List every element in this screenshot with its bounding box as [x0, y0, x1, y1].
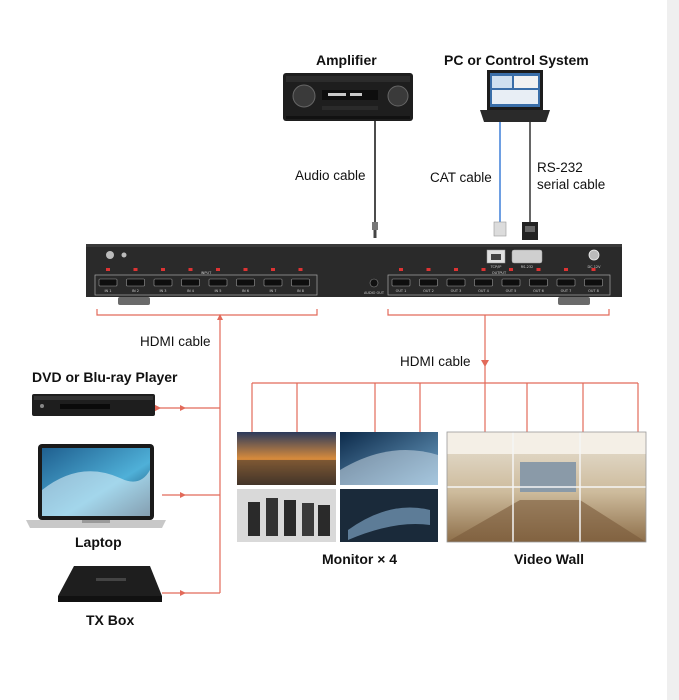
port-indicator-led — [564, 268, 568, 271]
dc-port — [588, 249, 600, 261]
laptop-label: Laptop — [75, 534, 122, 550]
input-ports: IN 1 IN 2 IN 3 IN 4 IN 5 IN 6 IN 7 IN 8 — [98, 268, 310, 293]
hdmi-port-label: IN 6 — [242, 289, 249, 293]
tcp-ip-label: TCP/IP — [490, 265, 502, 269]
hdmi-port — [474, 278, 493, 287]
amplifier-label: Amplifier — [316, 52, 377, 68]
hdmi-port-label: OUT 7 — [561, 289, 572, 293]
port-indicator-led — [188, 268, 193, 271]
hdmi-port — [263, 278, 283, 287]
port-indicator-led — [591, 268, 596, 271]
hdmi-input-label: HDMI cable — [140, 334, 211, 349]
amplifier-device — [283, 73, 413, 121]
rs232-label: RS-232 — [521, 265, 534, 269]
dvd-label: DVD or Blu-ray Player — [32, 369, 178, 385]
hdmi-port — [98, 278, 118, 287]
port-indicator-led — [509, 268, 513, 271]
hdmi-port-label: IN 4 — [187, 289, 195, 293]
hdmi-port — [153, 278, 173, 287]
hdmi-port-label: IN 7 — [270, 289, 277, 293]
hdmi-port-label: OUT 2 — [423, 289, 434, 293]
pc-label: PC or Control System — [444, 52, 589, 68]
monitor-grid — [237, 432, 438, 542]
audio-cable-label: Audio cable — [295, 168, 366, 183]
audio-out-port — [369, 278, 379, 288]
hdmi-output-label: HDMI cable — [400, 354, 471, 369]
audio-jack-plug — [372, 222, 378, 230]
hdmi-port — [584, 278, 603, 287]
hdmi-port-label: OUT 4 — [478, 289, 490, 293]
port-indicator-led — [298, 268, 303, 271]
cat-cable-label: CAT cable — [430, 170, 492, 185]
laptop-device — [26, 444, 166, 528]
hdmi-port — [556, 278, 576, 287]
port-indicator-led — [426, 268, 431, 271]
hdmi-port-label: IN 2 — [132, 289, 139, 293]
videowall-label: Video Wall — [514, 551, 585, 567]
hdmi-port — [501, 278, 521, 287]
dvd-player-device — [32, 394, 155, 416]
pc-laptop-device — [480, 70, 550, 122]
matrix-switcher-panel: IN 1 IN 2 IN 3 IN 4 IN 5 IN 6 IN 7 IN 8 INPUT A… — [86, 244, 622, 305]
hdmi-port — [181, 278, 200, 287]
port-indicator-led — [481, 268, 486, 271]
input-bracket — [96, 309, 318, 316]
port-indicator-led — [243, 268, 248, 271]
output-ports: OUT 1 OUT 2 OUT 3 OUT 4 OUT 5 OUT 6 OUT 7 OUT 8 — [391, 268, 603, 293]
page-edge — [667, 0, 679, 700]
port-indicator-led — [133, 268, 138, 271]
tx-box-device — [58, 566, 162, 602]
port-indicator-led — [161, 268, 165, 271]
hdmi-port — [291, 278, 310, 287]
audio-out-label: AUDIO OUT — [364, 291, 385, 295]
hdmi-port — [446, 278, 466, 287]
hdmi-port — [419, 278, 438, 287]
output-bracket — [387, 309, 610, 316]
rs232-label-line2: serial cable — [537, 177, 606, 192]
hdmi-port-label: IN 3 — [160, 289, 167, 293]
hdmi-port-label: IN 5 — [215, 289, 222, 293]
hdmi-port-label: IN 1 — [105, 289, 112, 293]
port-indicator-led — [106, 268, 110, 271]
port-indicator-led — [271, 268, 275, 271]
dc-label: DC 12V — [587, 265, 601, 269]
panel-input-label: INPUT — [201, 271, 212, 275]
monitors-label: Monitor × 4 — [322, 551, 398, 567]
rs232-label-line1: RS-232 — [537, 160, 583, 175]
hdmi-port — [208, 278, 228, 287]
txbox-label: TX Box — [86, 612, 135, 628]
rs232-port — [511, 249, 543, 264]
hdmi-port-label: OUT 3 — [451, 289, 462, 293]
hdmi-port-label: OUT 1 — [396, 289, 407, 293]
hdmi-port — [236, 278, 255, 287]
hdmi-port-label: IN 8 — [297, 289, 304, 293]
hdmi-port-label: OUT 5 — [506, 289, 517, 293]
panel-output-label: OUTPUT — [492, 271, 507, 275]
video-wall-display — [446, 431, 647, 543]
hdmi-port-label: OUT 6 — [533, 289, 544, 293]
port-indicator-led — [536, 268, 541, 271]
port-indicator-led — [454, 268, 458, 271]
port-indicator-led — [399, 268, 403, 271]
hdmi-port — [529, 278, 548, 287]
hdmi-port — [391, 278, 411, 287]
hdmi-port — [126, 278, 145, 287]
rj45-plug — [493, 221, 507, 237]
hdmi-port-label: OUT 8 — [588, 289, 599, 293]
port-indicator-led — [216, 268, 220, 271]
